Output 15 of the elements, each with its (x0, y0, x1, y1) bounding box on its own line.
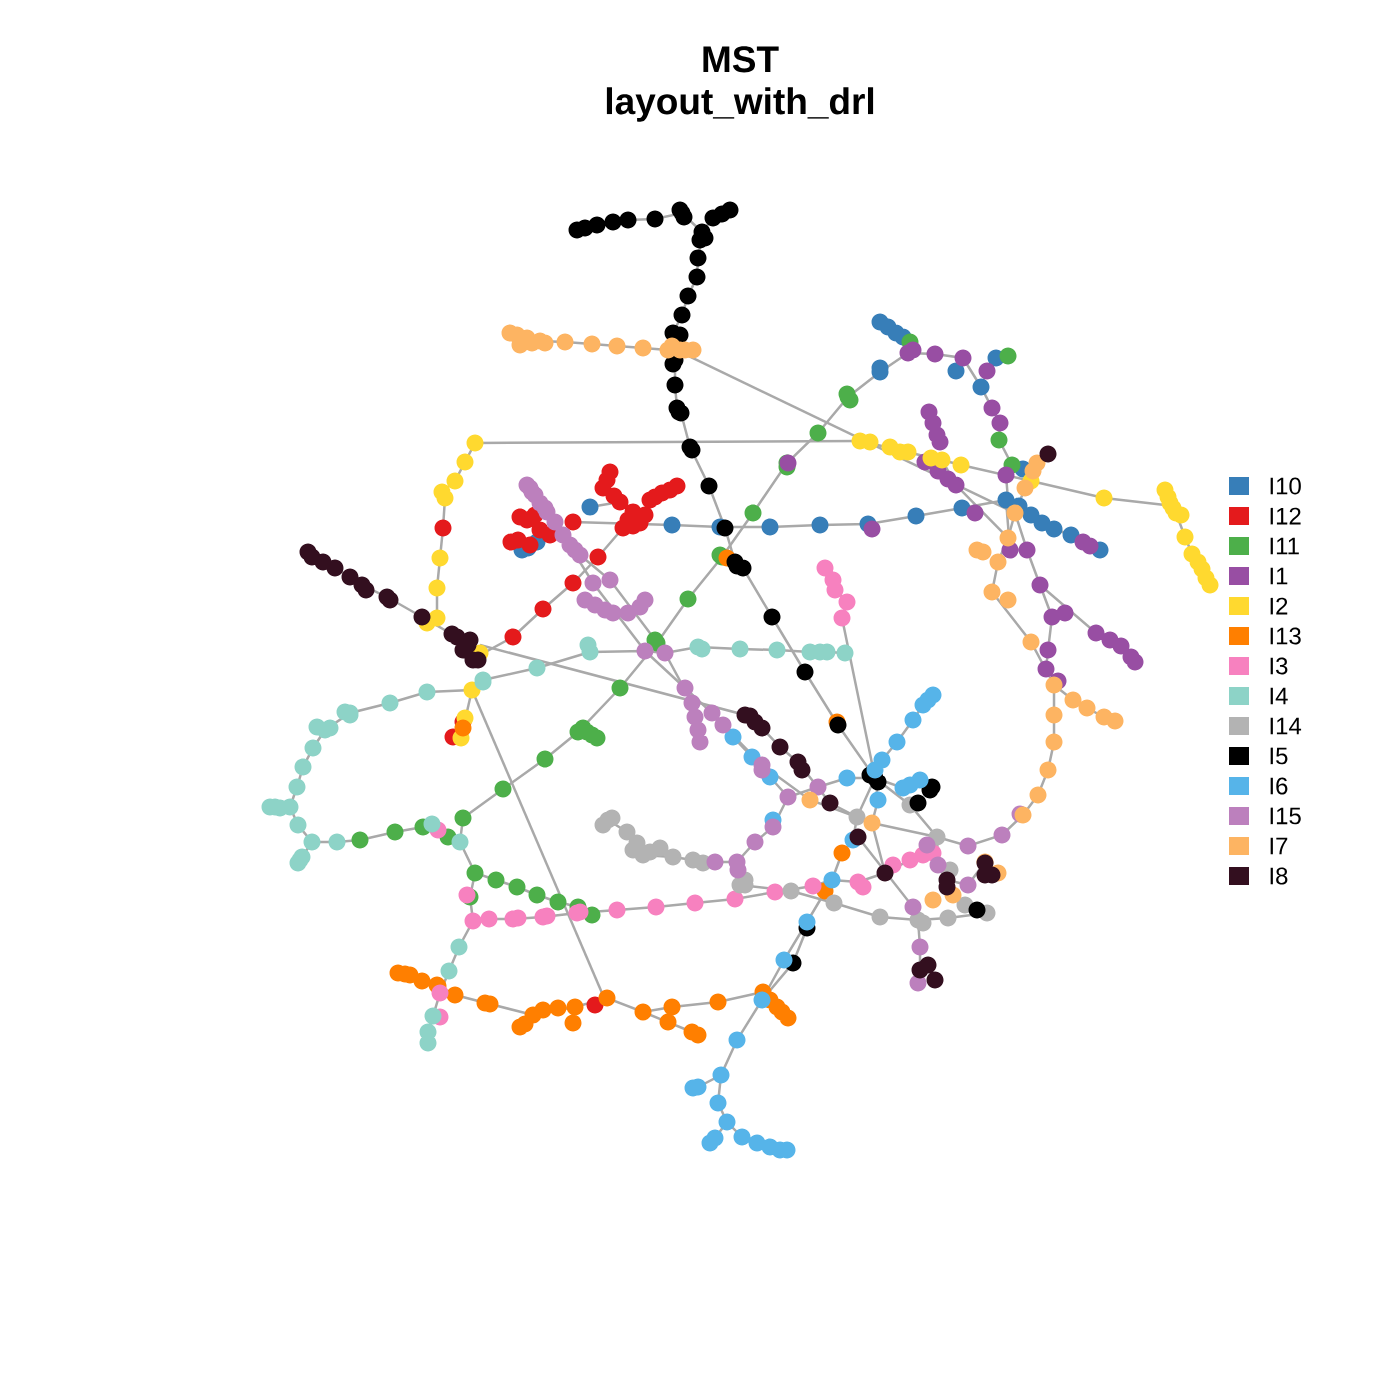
chart-title: MST layout_with_drl (606, 46, 874, 122)
legend-label: I1 (1270, 567, 1288, 585)
legend-label: I10 (1270, 477, 1301, 495)
legend-label: I14 (1270, 717, 1302, 735)
legend-label: I2 (1270, 597, 1288, 615)
legend-label: I5 (1270, 747, 1288, 765)
legend-label: I8 (1270, 867, 1288, 885)
legend-label: I11 (1270, 537, 1299, 555)
legend-label: I3 (1270, 657, 1288, 675)
legend-label: I15 (1270, 807, 1301, 825)
legend-label: I6 (1270, 777, 1288, 795)
legend-label: I13 (1270, 627, 1301, 645)
legend-label: I7 (1270, 837, 1288, 855)
legend-label: I12 (1270, 507, 1301, 525)
legend-label: I4 (1270, 687, 1288, 705)
